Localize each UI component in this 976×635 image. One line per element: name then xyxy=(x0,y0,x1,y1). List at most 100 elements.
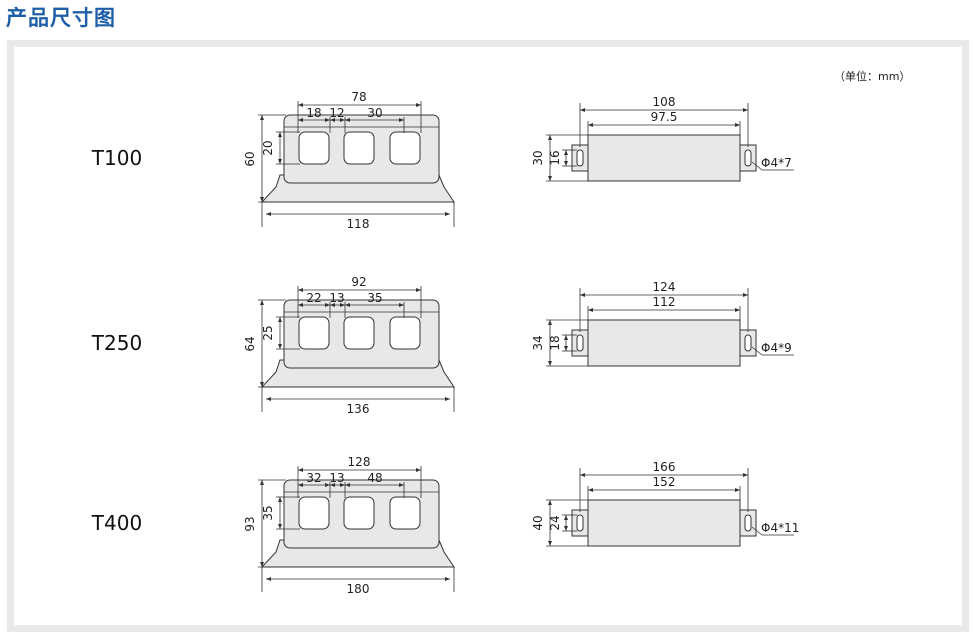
dim-seg2-arrow-right xyxy=(340,483,345,487)
dim-window-arrow-top xyxy=(278,132,282,137)
dim-base-arrow-left xyxy=(266,577,271,581)
window-3 xyxy=(389,496,421,530)
dim-base-arrow-right xyxy=(445,212,450,216)
label-seg3: 48 xyxy=(367,471,382,485)
dim-seg2-arrow-right xyxy=(340,303,345,307)
dim-height-arrow-bottom xyxy=(260,197,264,202)
label-outer: 124 xyxy=(653,280,676,294)
dim-height-arrow-top xyxy=(260,480,264,485)
dim-side-height-arrow-top xyxy=(548,500,552,505)
dim-height-arrow-bottom xyxy=(260,562,264,567)
label-seg2: 12 xyxy=(329,106,344,120)
dim-seg1-arrow-right xyxy=(325,303,330,307)
label-inner: 112 xyxy=(653,295,676,309)
dim-side-height-arrow-bottom xyxy=(548,361,552,366)
dim-inner-arrow-left xyxy=(588,488,593,492)
label-top-total: 128 xyxy=(348,455,371,469)
dim-seg1-arrow-right xyxy=(325,483,330,487)
side-body xyxy=(587,319,741,367)
model-label: T100 xyxy=(91,146,142,170)
label-inner: 152 xyxy=(653,475,676,489)
dim-slot-arrow-bottom xyxy=(564,346,568,351)
dim-seg3-arrow-right xyxy=(399,303,404,307)
dim-slot-arrow-top xyxy=(564,150,568,155)
label-seg3: 30 xyxy=(367,106,382,120)
label-slot: 24 xyxy=(548,515,562,530)
side-body xyxy=(587,499,741,547)
dim-window-arrow-bottom xyxy=(278,344,282,349)
slot-hole-left xyxy=(576,149,584,167)
slot-hole-left xyxy=(576,334,584,352)
dim-window-arrow-top xyxy=(278,317,282,322)
dim-seg1-arrow-right xyxy=(325,118,330,122)
front-view: 78 18 12 30 60 20 118 xyxy=(243,90,455,231)
label-base: 118 xyxy=(347,217,370,231)
dim-side-height-arrow-bottom xyxy=(548,176,552,181)
dim-seg3-arrow-left xyxy=(345,303,350,307)
dim-outer-arrow-right xyxy=(743,293,748,297)
dim-inner-arrow-right xyxy=(735,488,740,492)
label-side-height: 34 xyxy=(531,335,545,350)
dim-seg3-arrow-left xyxy=(345,483,350,487)
dim-window-arrow-bottom xyxy=(278,159,282,164)
unit-note: （单位：mm） xyxy=(834,69,910,83)
label-window: 35 xyxy=(261,505,275,520)
window-2 xyxy=(343,316,375,350)
dim-height-arrow-top xyxy=(260,115,264,120)
dim-side-height-arrow-top xyxy=(548,320,552,325)
dim-seg2-arrow-right xyxy=(340,118,345,122)
label-window: 20 xyxy=(261,140,275,155)
dim-inner-arrow-right xyxy=(735,123,740,127)
dim-outer-arrow-left xyxy=(580,473,585,477)
dim-seg2-arrow-left xyxy=(330,118,335,122)
dim-inner-arrow-left xyxy=(588,308,593,312)
label-base: 136 xyxy=(347,402,370,416)
dim-slot-arrow-bottom xyxy=(564,161,568,166)
label-seg2: 13 xyxy=(329,291,344,305)
dim-inner-arrow-right xyxy=(735,308,740,312)
label-seg1: 22 xyxy=(306,291,321,305)
label-hole: Φ4*11 xyxy=(761,521,799,535)
dim-slot-arrow-top xyxy=(564,335,568,340)
label-seg1: 18 xyxy=(306,106,321,120)
dim-seg1-arrow-left xyxy=(298,118,303,122)
label-seg1: 32 xyxy=(306,471,321,485)
dim-top-total-arrow-left xyxy=(298,468,303,472)
label-inner: 97.5 xyxy=(651,110,678,124)
dim-seg1-arrow-left xyxy=(298,303,303,307)
dim-base-arrow-left xyxy=(266,212,271,216)
label-slot: 16 xyxy=(548,150,562,165)
label-height: 60 xyxy=(243,151,257,166)
dim-base-arrow-left xyxy=(266,397,271,401)
label-base: 180 xyxy=(347,582,370,596)
dim-base-arrow-right xyxy=(445,397,450,401)
dim-top-total-arrow-right xyxy=(416,288,421,292)
label-window: 25 xyxy=(261,325,275,340)
label-outer: 166 xyxy=(653,460,676,474)
window-1 xyxy=(298,316,330,350)
window-3 xyxy=(389,131,421,165)
label-side-height: 40 xyxy=(531,515,545,530)
window-3 xyxy=(389,316,421,350)
dim-window-arrow-top xyxy=(278,497,282,502)
label-height: 64 xyxy=(243,336,257,351)
dim-outer-arrow-left xyxy=(580,108,585,112)
label-hole: Φ4*7 xyxy=(761,156,792,170)
window-1 xyxy=(298,131,330,165)
dim-outer-arrow-right xyxy=(743,473,748,477)
label-top-total: 78 xyxy=(351,90,366,104)
label-height: 93 xyxy=(243,516,257,531)
dim-seg3-arrow-left xyxy=(345,118,350,122)
dim-slot-arrow-bottom xyxy=(564,526,568,531)
dim-height-arrow-bottom xyxy=(260,382,264,387)
slot-hole-right xyxy=(744,334,752,352)
dim-window-arrow-bottom xyxy=(278,524,282,529)
label-hole: Φ4*9 xyxy=(761,341,792,355)
